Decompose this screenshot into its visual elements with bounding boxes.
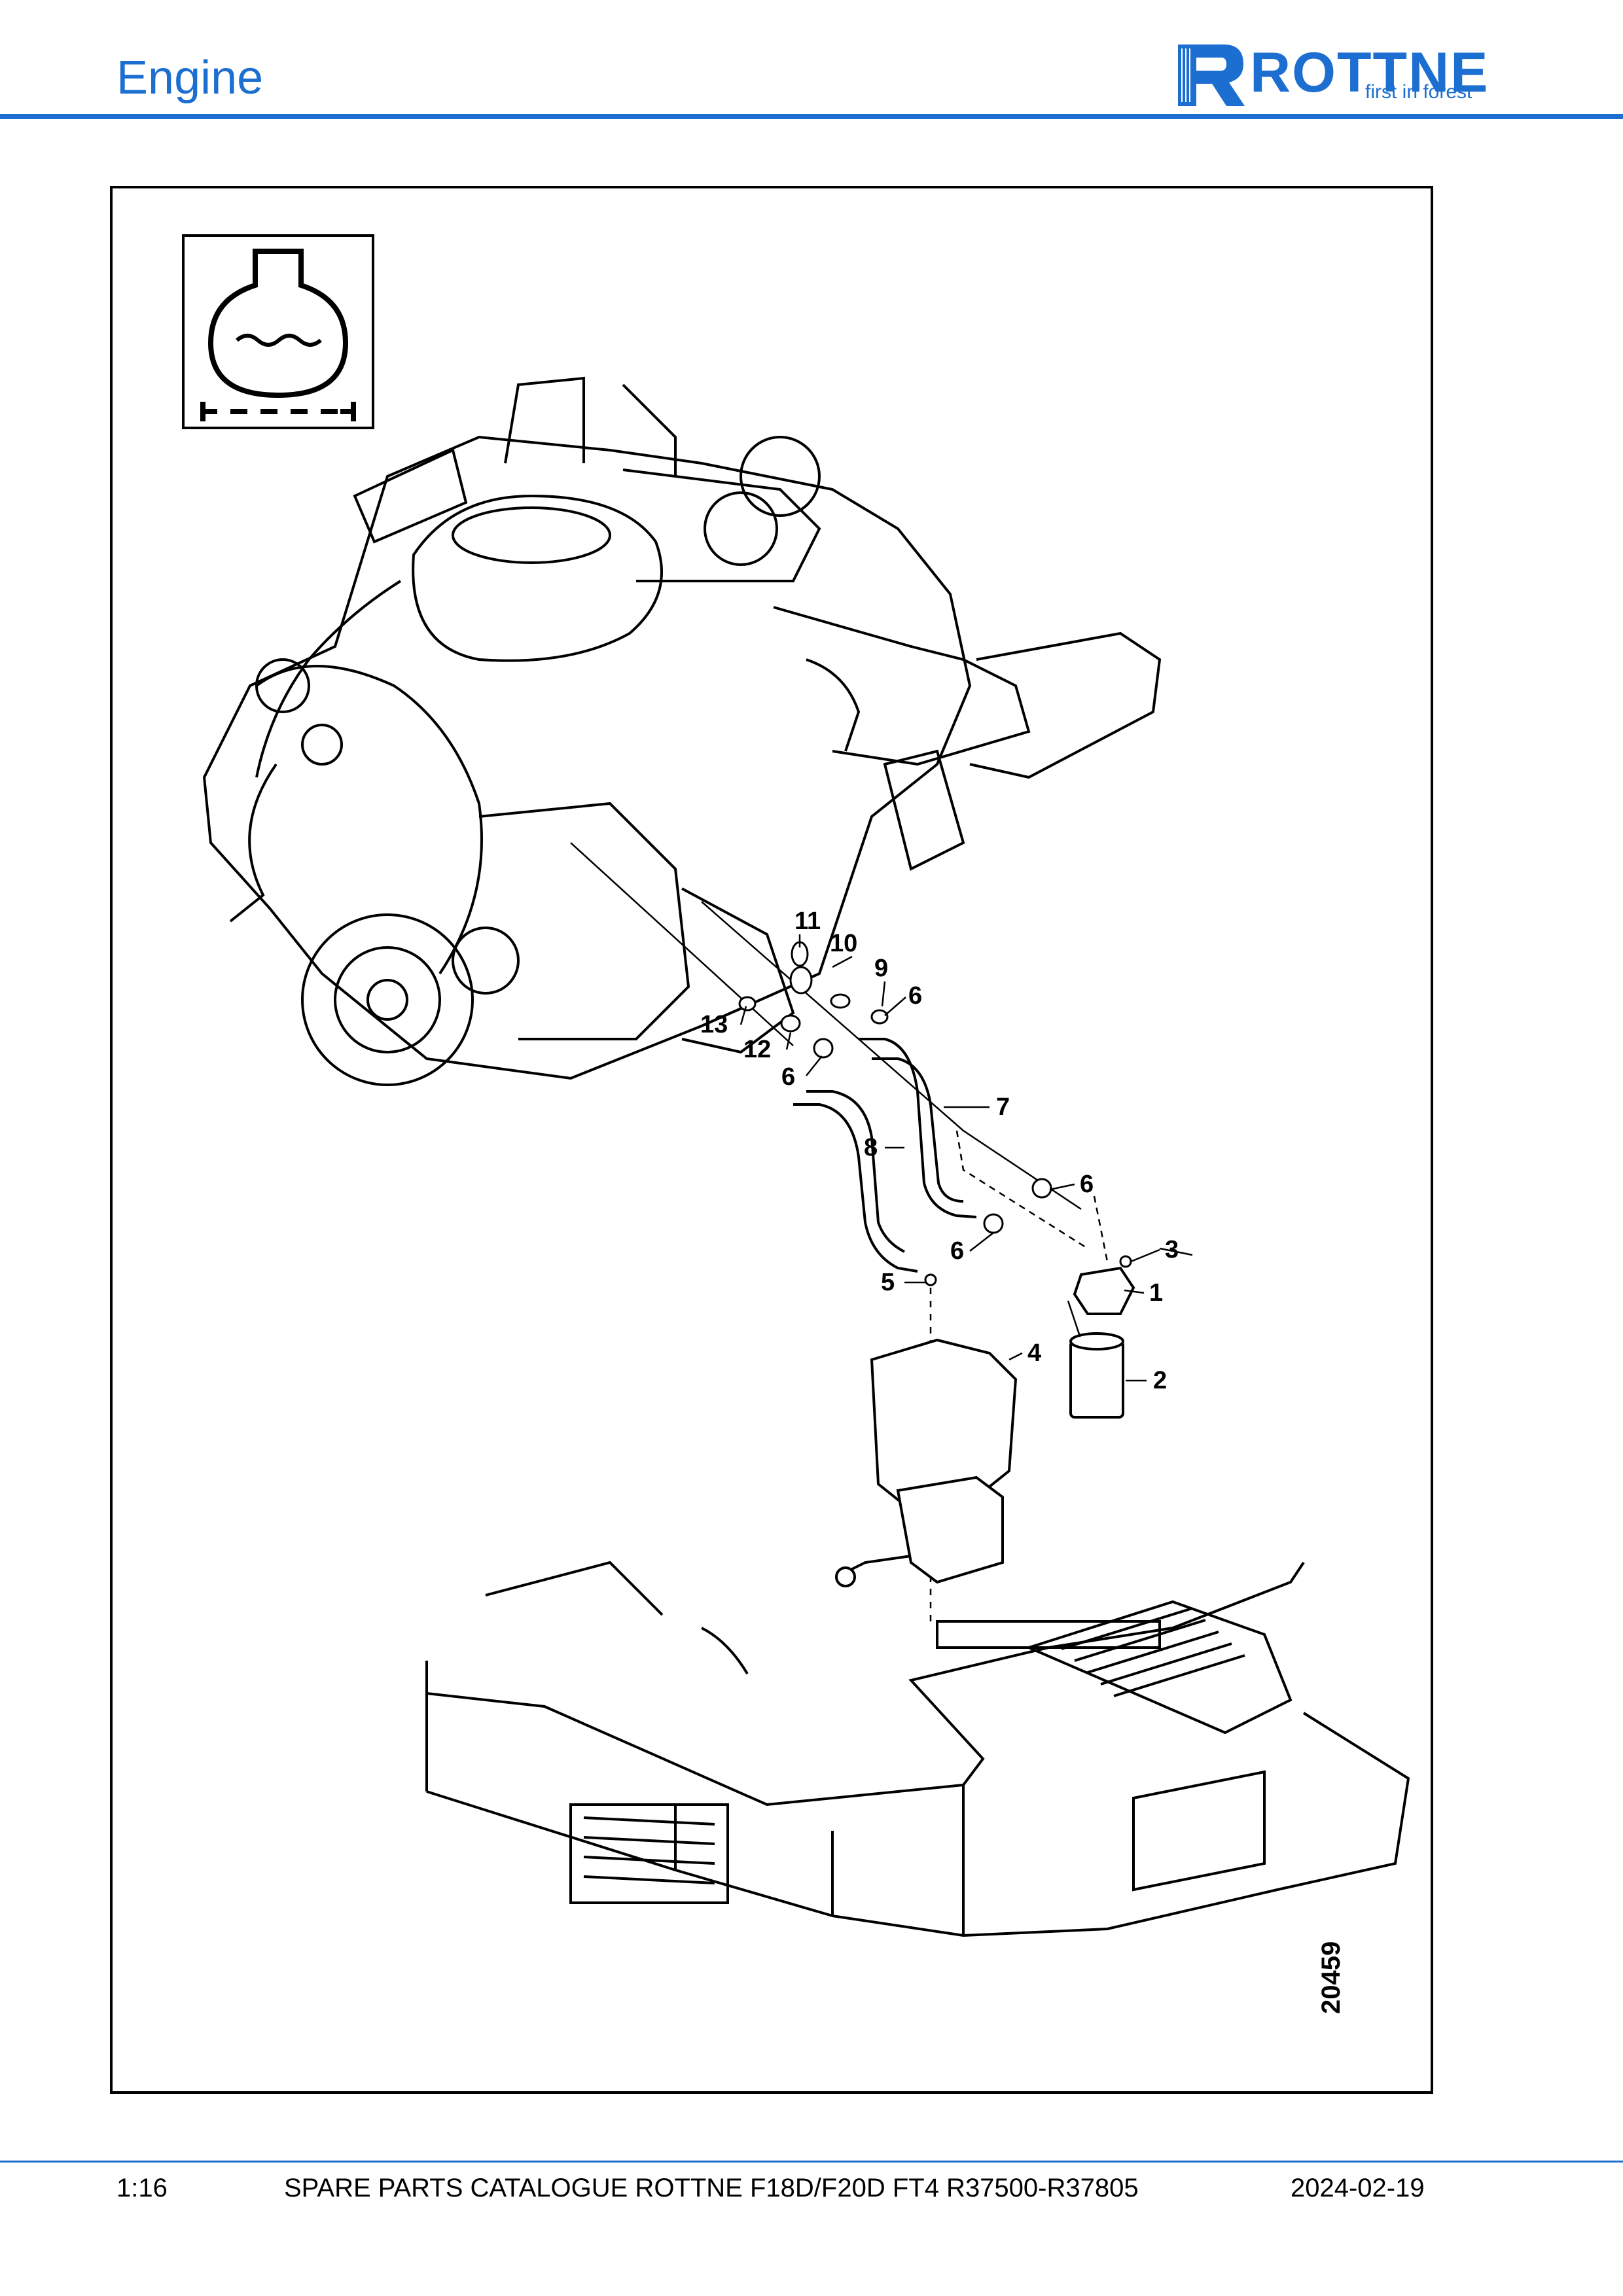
- figure-number: 20459: [1317, 1941, 1346, 2014]
- callout-5: 5: [881, 1269, 895, 1296]
- callout-2: 2: [1153, 1367, 1167, 1394]
- footer-rule: [0, 2161, 1623, 2163]
- fittings: [738, 941, 1132, 1286]
- callout-10: 10: [830, 930, 857, 957]
- callout-12: 12: [743, 1036, 771, 1063]
- page-number: 1:16: [116, 2174, 168, 2202]
- brand-name: ROTTNE: [1250, 41, 1489, 104]
- callout-3: 3: [1165, 1236, 1179, 1263]
- pump-module: [835, 1338, 1018, 1587]
- brand-tagline: first in forest: [1365, 81, 1472, 103]
- callout-6-right: 6: [1080, 1171, 1094, 1198]
- engine-coolant-symbol-icon: [182, 234, 374, 429]
- exploded-view-drawing: 11 10 9 6 13 12 6 7 8 6 6 3 5 1 4 2: [182, 234, 1410, 1937]
- filter-assembly: [1069, 1266, 1135, 1419]
- catalogue-title: SPARE PARTS CATALOGUE ROTTNE F18D/F20D F…: [284, 2174, 1139, 2202]
- callout-13: 13: [700, 1011, 728, 1038]
- callout-11: 11: [794, 908, 821, 935]
- callout-8: 8: [864, 1134, 878, 1161]
- callouts: 11 10 9 6 13 12 6 7 8 6 6 3 5 1 4 2: [700, 908, 1179, 1394]
- callout-9: 9: [874, 955, 888, 982]
- header-rule: [0, 114, 1623, 119]
- exploded-view-figure: 11 10 9 6 13 12 6 7 8 6 6 3 5 1 4 2: [110, 186, 1433, 2094]
- callout-6-lower: 6: [950, 1237, 964, 1265]
- callout-4: 4: [1027, 1339, 1041, 1367]
- rottne-logo-mark-icon: [1178, 44, 1245, 106]
- catalogue-date: 2024-02-19: [1291, 2174, 1425, 2202]
- callout-7: 7: [996, 1093, 1010, 1121]
- page-title: Engine: [116, 52, 264, 104]
- callout-6-top: 6: [908, 982, 922, 1010]
- callout-leaders: [740, 934, 1160, 1382]
- callout-6-left: 6: [781, 1063, 795, 1091]
- rottne-logo: ROTTNE first in forest: [1171, 38, 1512, 110]
- engine-assembly: [202, 376, 1162, 1086]
- hoses: [793, 1038, 977, 1273]
- chassis-frame: [425, 1561, 1410, 1937]
- callout-1: 1: [1149, 1279, 1163, 1307]
